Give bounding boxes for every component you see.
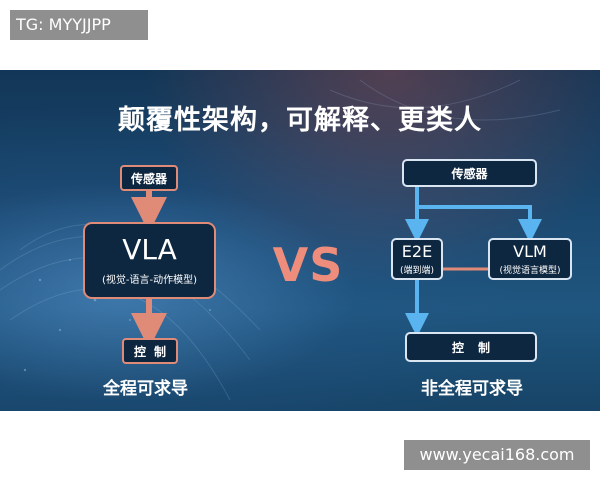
vlm-box: VLM (视觉语言模型) — [488, 238, 572, 280]
e2e-description: (端到端) — [399, 265, 435, 276]
e2e-box: E2E (端到端) — [391, 238, 443, 280]
vla-control-box: 控制 — [122, 338, 178, 364]
right-caption: 非全程可求导 — [421, 379, 523, 396]
slide-title: 颠覆性架构，可解释、更类人 — [118, 105, 482, 136]
left-caption: 全程可求导 — [103, 379, 188, 399]
top-watermark: TG: MYYJJPP — [10, 10, 148, 40]
bottom-watermark: www.yecai168.com — [404, 440, 590, 470]
arrow-sensor-to-vlm — [417, 205, 542, 243]
flow-arrows — [131, 187, 542, 349]
e2e-name: E2E — [401, 241, 433, 261]
vla-description: (视觉-语言-动作模型) — [101, 275, 198, 286]
e2e-sensor-box: 传感器 — [402, 159, 537, 187]
vla-sensor-box: 传感器 — [120, 165, 178, 191]
vla-box: VLA (视觉-语言-动作模型) — [83, 222, 216, 299]
slide-image: 颠覆性架构，可解释、更类人 传感器 VLA (视觉-语言-动作模型) 控制 全程… — [0, 70, 600, 411]
vlm-name: VLM — [513, 241, 547, 261]
vlm-description: (视觉语言模型) — [499, 265, 561, 276]
vla-name: VLA — [122, 233, 177, 266]
vs-label: VS — [272, 238, 344, 292]
e2e-control-box: 控制 — [405, 332, 537, 362]
